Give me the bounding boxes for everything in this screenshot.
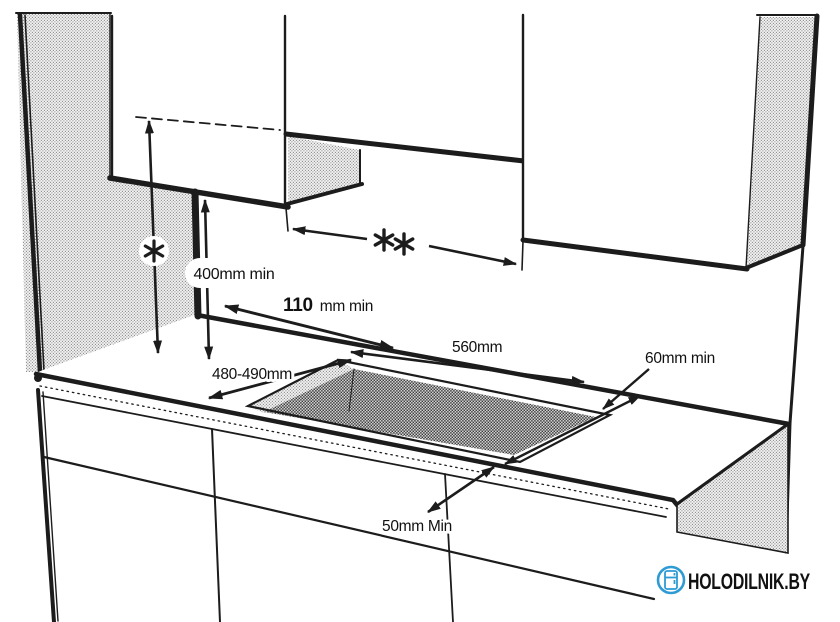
dimension-double-star-left	[291, 226, 368, 241]
upper-cabinet-right	[520, 13, 820, 272]
wall-corner-bar	[191, 188, 202, 320]
worktop-left-corner	[34, 374, 42, 382]
double-star-label: **	[373, 228, 415, 256]
watermark-logo: HOLODILNIK.BY	[656, 565, 811, 595]
dimension-cutout-width	[349, 349, 586, 385]
label-wall-gap: 110 mm min	[283, 295, 373, 316]
fridge-icon	[664, 570, 678, 590]
dimension-rear-clearance-extension	[504, 394, 641, 466]
fridge-logo-icon	[656, 565, 686, 595]
dimension-double-star-right	[428, 244, 518, 266]
dimension-front-clearance	[427, 465, 495, 514]
right-cabinet-side-panel	[746, 17, 817, 268]
watermark-text: HOLODILNIK.BY	[688, 569, 810, 594]
label-hood-clearance: 400mm min	[185, 258, 283, 288]
hood-clearance-text: 400mm min	[194, 266, 275, 283]
dimension-cutout-depth	[207, 358, 353, 400]
star-label: *	[139, 236, 169, 266]
double-star-icon	[373, 228, 415, 256]
drawer-line	[42, 455, 656, 601]
base-cabinet-divider-left	[211, 428, 221, 622]
label-cutout-width: 560mm	[452, 339, 502, 356]
cooker-hood-cabinet	[107, 14, 291, 210]
dimension-wall-gap	[223, 304, 395, 350]
base-cabinet	[36, 388, 656, 622]
hood-recess	[283, 131, 527, 206]
label-cutout-depth: 480-490mm	[212, 366, 292, 383]
label-rear-clearance: 60mm min	[645, 350, 715, 367]
label-front-clearance: 50mm Min	[382, 518, 452, 535]
hood-height-dashed-line	[135, 116, 281, 131]
star-icon	[143, 239, 165, 263]
labels: * ** 400mm min 110 mm min	[139, 228, 718, 538]
